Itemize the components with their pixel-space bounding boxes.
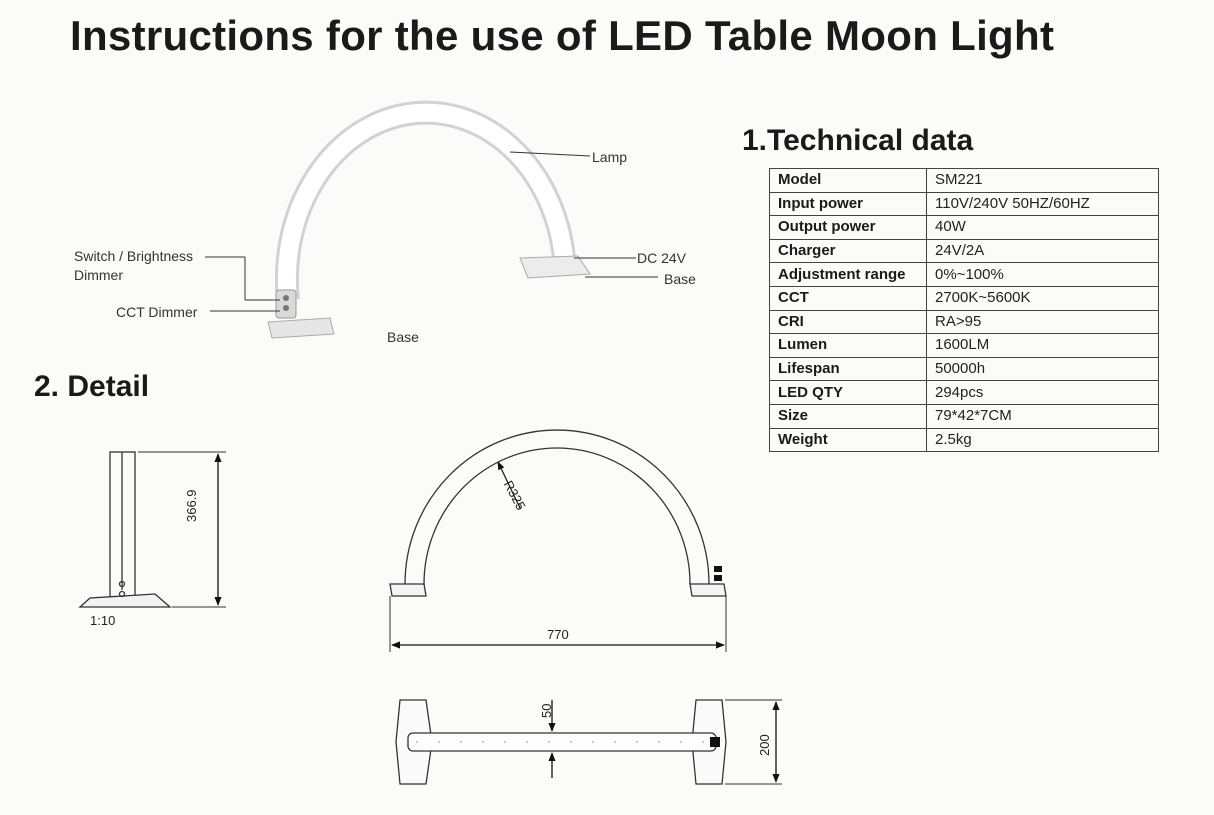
spec-value: 79*42*7CM [926,403,1159,429]
spec-value: 294pcs [926,380,1159,405]
lamp-leader [509,151,591,157]
cct-dimmer-label: CCT Dimmer [116,304,198,320]
base-bottom-label: Base [387,329,419,345]
spec-key: Input power [769,191,927,217]
dc-label: DC 24V [637,250,687,266]
base-right-label: Base [664,271,696,287]
front-arc-inner [423,447,691,585]
spec-value: 50000h [926,356,1159,382]
spec-value: 2.5kg [926,427,1159,453]
spec-key: Lifespan [769,356,927,382]
technical-data-heading: 1.Technical data [742,124,974,157]
spec-value: 2700K~5600K [926,285,1159,311]
lamp-label: Lamp [592,149,628,165]
spec-value: 110V/240V 50HZ/60HZ [926,191,1159,217]
radius-leader [497,461,521,509]
side-view [78,451,226,608]
base-right [519,255,591,279]
product-view [205,100,658,339]
side-base [78,593,172,608]
height-label: 366.9 [184,489,199,522]
cct-knob [283,305,289,311]
spec-key: Charger [769,238,927,264]
spec-key: CRI [769,309,927,335]
lamp-arc-highlight [277,103,573,301]
base-left [267,317,335,339]
spec-key: Lumen [769,333,927,358]
front-arc-outer [404,429,710,585]
spec-key: Size [769,403,927,429]
spec-value: RA>95 [926,309,1159,335]
spec-key: LED QTY [769,380,927,405]
lamp-control-column [275,289,297,319]
spec-value: 24V/2A [926,238,1159,264]
spec-key: Adjustment range [769,262,927,287]
top-tube [407,732,717,752]
front-view [389,429,727,652]
front-base-left [389,583,427,597]
page-title: Instructions for the use of LED Table Mo… [70,12,1055,59]
detail-heading: 2. Detail [34,370,150,403]
lamp-arc-illustration [274,100,576,302]
dimmer-label: Dimmer [74,267,123,283]
switch-label: Switch / Brightness [74,248,194,264]
depth-label: 200 [757,734,772,756]
tube-label: 50 [539,703,554,718]
spec-key: CCT [769,285,927,311]
top-view [395,699,782,785]
spec-value: 40W [926,215,1159,240]
front-base-right [689,583,727,597]
spec-key: Model [769,168,927,193]
switch-knob [283,295,289,301]
scale-label: 1:10 [90,613,116,628]
spec-value: 1600LM [926,333,1159,358]
spec-value: 0%~100% [926,262,1159,287]
width-label: 770 [547,627,569,642]
